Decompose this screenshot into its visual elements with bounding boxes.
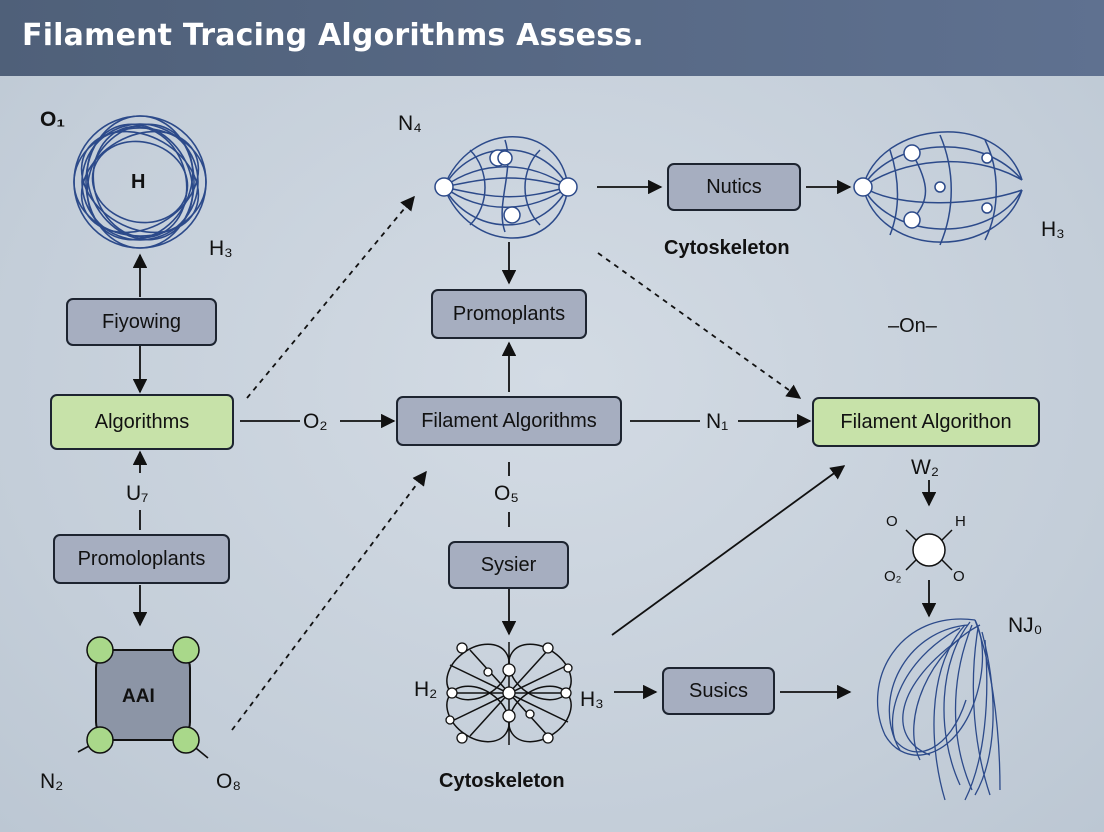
label-h3-right: H₃ (1041, 218, 1065, 241)
promoloplants-box[interactable]: Promoloplants (53, 534, 230, 584)
molecule-label-h: H (955, 513, 966, 530)
diagram-connectors (73, 115, 1023, 801)
molecule-label-o-top: O (886, 513, 898, 530)
label-w2: W₂ (911, 456, 939, 479)
aai-molecule-graphic (77, 636, 209, 759)
filament-network-top-graphic (443, 136, 569, 239)
label-o5: O₅ (494, 482, 519, 505)
label-o1: O₁ (40, 108, 66, 131)
filament-algorithon-box[interactable]: Filament Algorithon (812, 397, 1040, 447)
filament-network-right-graphic (862, 131, 1023, 246)
label-cytoskeleton-top: Cytoskeleton (664, 237, 790, 259)
label-o8: O₈ (216, 770, 242, 793)
small-molecule-graphic (905, 529, 953, 571)
label-u7: U₇ (126, 482, 149, 505)
sysier-box[interactable]: Sysier (448, 541, 569, 589)
label-on: –On– (888, 315, 937, 337)
title-bar: Filament Tracing Algorithms Assess. (0, 0, 1104, 76)
molecule-label-o2: O₂ (884, 568, 902, 585)
label-cytoskeleton-bottom: Cytoskeleton (439, 770, 565, 792)
algorithms-box[interactable]: Algorithms (50, 394, 234, 450)
label-n1: N₁ (706, 410, 729, 433)
molecule-label-o-bottom: O (953, 568, 965, 585)
nutics-box[interactable]: Nutics (667, 163, 801, 211)
diagram-canvas: Fiyowing Algorithms Promoloplants Promop… (0, 76, 1104, 832)
label-aai: AAI (122, 686, 155, 707)
label-n2: N₂ (40, 770, 64, 793)
label-h-center: H (131, 171, 146, 193)
promoplants-box[interactable]: Promoplants (431, 289, 587, 339)
page-title: Filament Tracing Algorithms Assess. (22, 18, 644, 53)
label-h3-top-left: H₃ (209, 237, 233, 260)
filament-algorithms-box[interactable]: Filament Algorithms (396, 396, 622, 446)
filament-ball-graphic (73, 115, 207, 249)
label-nj0: NJ₀ (1008, 614, 1043, 637)
label-h3-bottom: H₃ (580, 688, 604, 711)
filament-bundle-graphic (876, 618, 1001, 801)
label-h2: H₂ (414, 678, 438, 701)
label-o2: O₂ (303, 410, 328, 433)
fiyowing-box[interactable]: Fiyowing (66, 298, 217, 346)
label-n4: N₄ (398, 112, 422, 135)
susics-box[interactable]: Susics (662, 667, 775, 715)
